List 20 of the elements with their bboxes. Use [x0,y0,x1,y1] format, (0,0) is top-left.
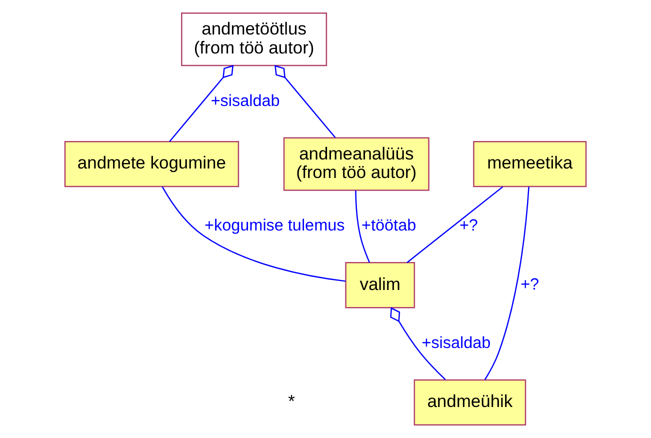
connector [355,190,370,263]
edge-label: +kogumise tulemus [204,216,345,235]
connector [390,307,446,380]
connector [169,65,234,142]
node-box: memeetika [473,141,587,188]
connector [406,186,504,264]
node-box: andmeühik [414,379,526,426]
connector [162,186,346,282]
node-box: andmetöötlus (from töö autor) [181,12,328,66]
node-box: andmete kogumine [64,141,240,188]
node-box: andmeanalüüs (from töö autor) [283,137,430,191]
edge-label: +? [459,216,478,235]
edge-label: +sisaldab [210,92,280,110]
edge-label: +sisaldab [422,334,491,352]
edge-label: +töötab [362,216,416,235]
label: * [288,391,295,412]
edge-label: +? [520,275,540,294]
connector [274,65,336,138]
connector [484,186,530,380]
node-box: valim [345,262,416,308]
